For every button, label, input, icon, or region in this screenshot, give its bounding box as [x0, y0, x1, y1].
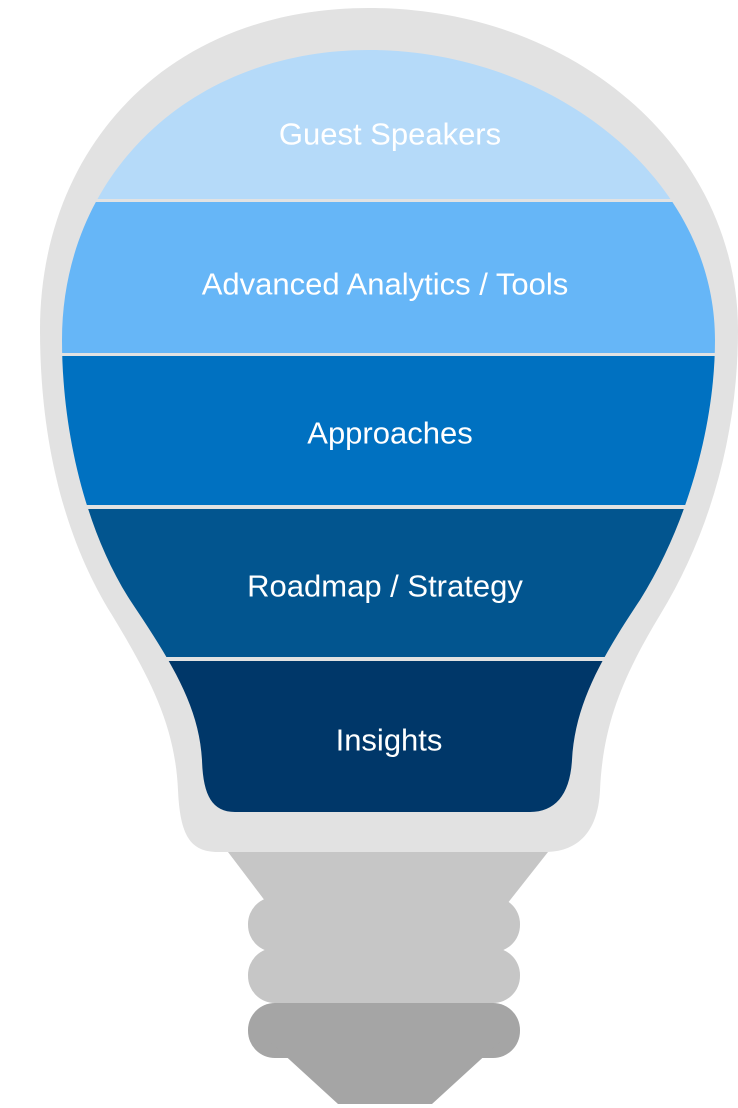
bulb-thread-ring-1: [248, 897, 520, 952]
layer-band-advanced-analytics: [62, 202, 715, 353]
layer-label-insights: Insights: [336, 723, 443, 758]
layer-label-roadmap: Roadmap / Strategy: [247, 569, 523, 604]
layer-label-advanced-analytics: Advanced Analytics / Tools: [202, 267, 568, 302]
layer-label-approaches: Approaches: [307, 416, 472, 451]
bulb-thread-ring-2: [248, 948, 520, 1003]
layer-label-guest-speakers: Guest Speakers: [279, 117, 501, 152]
layer-band-roadmap: [62, 509, 715, 657]
layer-band-approaches: [62, 356, 715, 505]
bulb-tip: [268, 1040, 502, 1104]
